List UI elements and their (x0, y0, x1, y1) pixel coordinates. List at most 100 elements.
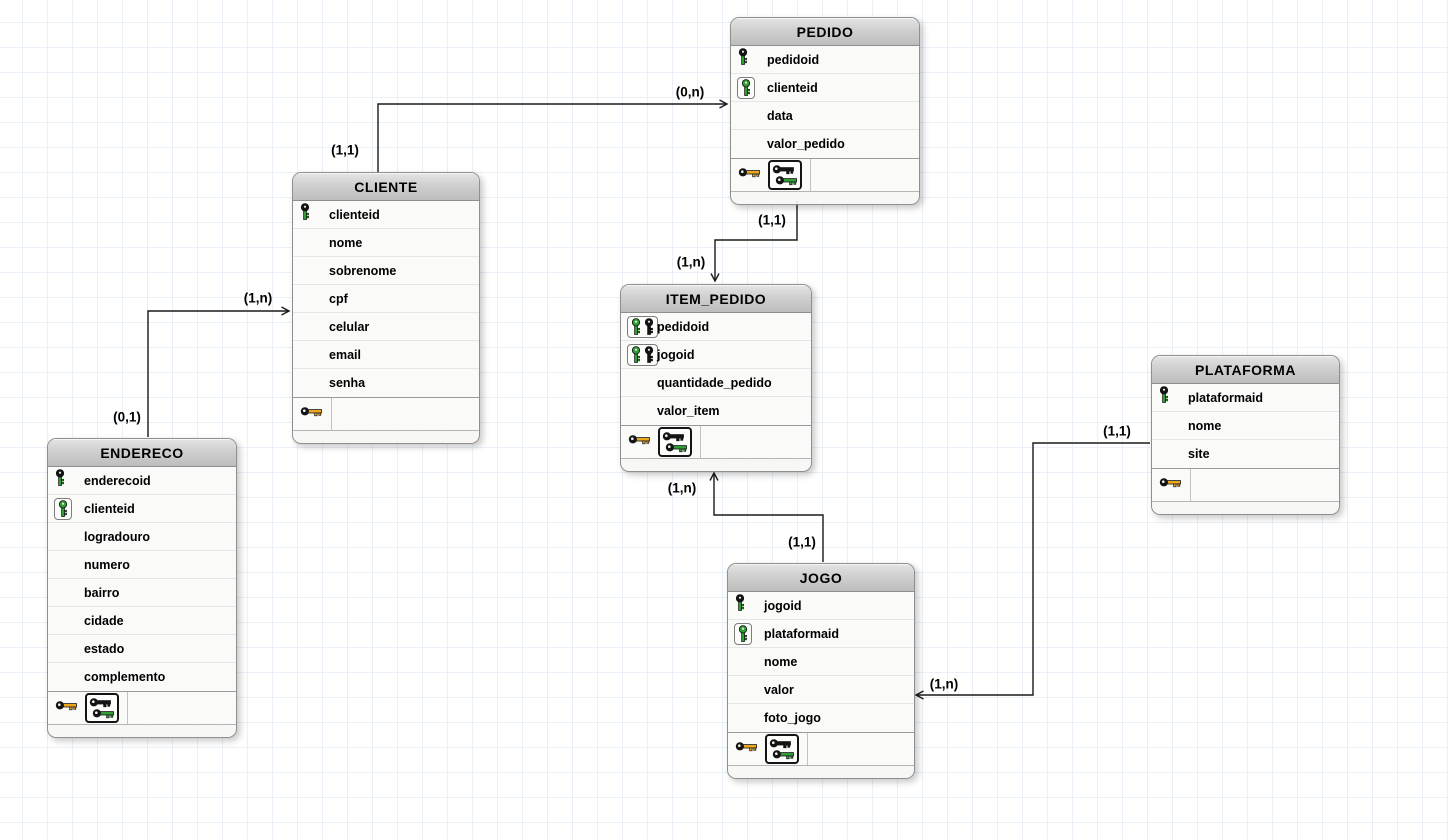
relationship-ENDERECO-CLIENTE[interactable] (147, 306, 291, 437)
table-PEDIDO[interactable]: PEDIDO pedidoid clienteid data valor_pedido (730, 17, 920, 205)
primary-key-footer-icon (628, 433, 651, 451)
column-label: clienteid (84, 501, 135, 516)
table-keys-footer (621, 426, 811, 459)
column-row[interactable]: plataformaid (728, 620, 914, 648)
column-row[interactable]: enderecoid (48, 467, 236, 495)
column-label: complemento (84, 670, 166, 684)
column-row[interactable]: sobrenome (293, 257, 479, 285)
column-row[interactable]: clienteid (293, 201, 479, 229)
relationship-CLIENTE-PEDIDO[interactable] (377, 99, 729, 172)
column-label: bairro (84, 585, 120, 600)
column-label: clienteid (329, 207, 380, 222)
column-label: logradouro (84, 529, 150, 544)
primary-key-icon (737, 48, 749, 71)
column-row[interactable]: valor_item (621, 397, 811, 425)
column-icon-cell (737, 48, 767, 71)
column-row[interactable]: valor_pedido (731, 130, 919, 158)
column-label: site (1188, 447, 1210, 461)
primary-key-icon (1158, 386, 1170, 409)
column-row[interactable]: jogoid (728, 592, 914, 620)
column-row[interactable]: nome (293, 229, 479, 257)
table-ITEM_PEDIDO[interactable]: ITEM_PEDIDO pedidoid jogoid quantidade_pedi… (620, 284, 812, 472)
column-label: data (767, 108, 793, 123)
column-label: nome (329, 235, 363, 250)
column-row[interactable]: cpf (293, 285, 479, 313)
column-row[interactable]: celular (293, 313, 479, 341)
column-row[interactable]: nome (728, 648, 914, 676)
cardinality-label: (1,1) (331, 142, 359, 158)
primary-foreign-key-icon (627, 315, 658, 338)
relationship-PLATAFORMA-JOGO[interactable] (914, 442, 1150, 700)
footer-icon-cell (48, 692, 128, 724)
column-row[interactable]: pedidoid (731, 46, 919, 74)
primary-key-footer-icon (735, 740, 758, 758)
primary-key-footer-icon (1159, 476, 1182, 494)
column-row[interactable]: plataformaid (1152, 384, 1339, 412)
cardinality-label: (1,n) (243, 290, 273, 306)
column-label: jogoid (657, 347, 695, 362)
column-row[interactable]: data (731, 102, 919, 130)
column-row[interactable]: nome (1152, 412, 1339, 440)
column-row[interactable]: site (1152, 440, 1339, 468)
column-row[interactable]: logradouro (48, 523, 236, 551)
cardinality-label: (1,n) (929, 676, 959, 692)
column-label: email (329, 347, 361, 362)
column-icon-cell (734, 622, 764, 645)
table-ENDERECO[interactable]: ENDERECO enderecoid clienteid logradouro num… (47, 438, 237, 738)
column-label: plataformaid (764, 626, 840, 641)
column-icon-cell (54, 497, 84, 520)
column-label: pedidoid (767, 52, 820, 67)
primary-key-footer-icon (55, 699, 78, 717)
table-bottom-padding (293, 431, 479, 443)
column-row[interactable]: senha (293, 369, 479, 397)
table-title[interactable]: CLIENTE (293, 173, 479, 201)
column-label: valor_pedido (767, 137, 845, 151)
column-row[interactable]: cidade (48, 607, 236, 635)
primary-foreign-key-icon (627, 343, 658, 366)
column-icon-cell (737, 76, 767, 99)
column-row[interactable]: jogoid (621, 341, 811, 369)
column-label: cidade (84, 613, 124, 628)
foreign-key-icon (54, 497, 72, 520)
foreign-keys-footer-icon (768, 160, 802, 190)
column-label: enderecoid (84, 473, 151, 488)
table-title[interactable]: ENDERECO (48, 439, 236, 467)
column-row[interactable]: email (293, 341, 479, 369)
column-label: nome (764, 654, 798, 669)
column-label: quantidade_pedido (657, 375, 772, 390)
column-row[interactable]: foto_jogo (728, 704, 914, 732)
column-list: jogoid plataformaid nome valor foto_jogo (728, 592, 914, 733)
column-row[interactable]: pedidoid (621, 313, 811, 341)
column-list: enderecoid clienteid logradouro numero bairr… (48, 467, 236, 692)
cardinality-label: (0,n) (675, 84, 705, 100)
table-title[interactable]: JOGO (728, 564, 914, 592)
column-label: valor (764, 682, 794, 697)
column-row[interactable]: estado (48, 635, 236, 663)
primary-key-footer-icon (300, 405, 323, 423)
table-title[interactable]: ITEM_PEDIDO (621, 285, 811, 313)
column-row[interactable]: numero (48, 551, 236, 579)
column-row[interactable]: quantidade_pedido (621, 369, 811, 397)
foreign-keys-footer-icon (658, 427, 692, 457)
table-keys-footer (1152, 469, 1339, 502)
column-row[interactable]: complemento (48, 663, 236, 691)
table-title[interactable]: PLATAFORMA (1152, 356, 1339, 384)
cardinality-label: (1,n) (667, 480, 697, 496)
table-PLATAFORMA[interactable]: PLATAFORMA plataformaid nome site (1151, 355, 1340, 515)
column-label: pedidoid (657, 319, 710, 334)
footer-icon-cell (293, 398, 332, 430)
table-title[interactable]: PEDIDO (731, 18, 919, 46)
column-row[interactable]: bairro (48, 579, 236, 607)
column-list: pedidoid jogoid quantidade_pedido valor_ite… (621, 313, 811, 426)
column-row[interactable]: clienteid (48, 495, 236, 523)
foreign-key-icon (737, 76, 755, 99)
column-row[interactable]: clienteid (731, 74, 919, 102)
primary-key-icon (299, 203, 311, 226)
column-label: plataformaid (1188, 390, 1264, 405)
column-row[interactable]: valor (728, 676, 914, 704)
foreign-keys-footer-icon (765, 734, 799, 764)
column-list: plataformaid nome site (1152, 384, 1339, 469)
